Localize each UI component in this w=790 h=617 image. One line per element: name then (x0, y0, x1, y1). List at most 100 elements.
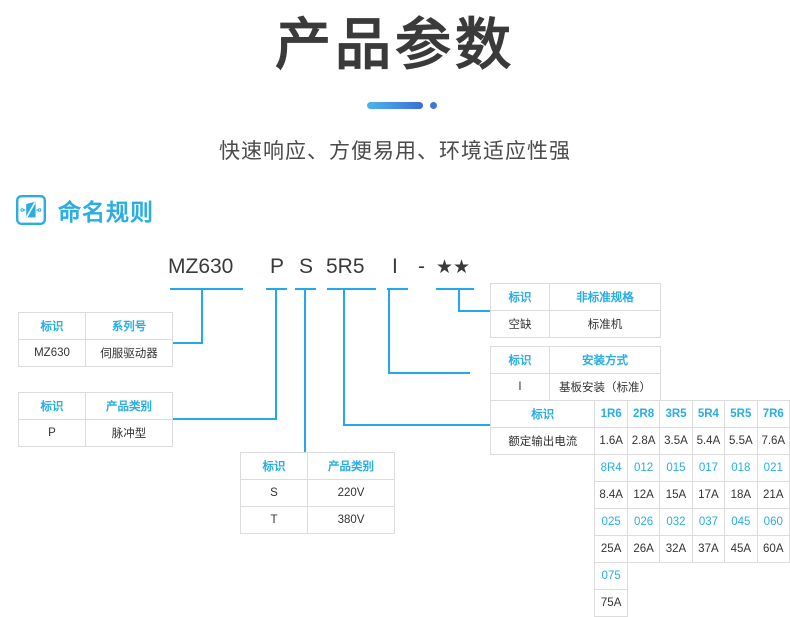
current-code-cell: 021 (756, 454, 790, 482)
current-value-cell: 18A (724, 481, 758, 509)
current-value-cell: 60A (756, 535, 790, 563)
current-value-cell: 32A (659, 535, 693, 563)
divider-bar (367, 102, 423, 109)
mounting-header-name: 安装方式 (549, 346, 661, 374)
current-spacer (627, 563, 659, 590)
product-type-table: 标识 产品类别 P 脉冲型 (18, 392, 173, 447)
current-spacer (491, 563, 595, 590)
current-spacer (725, 563, 757, 590)
section-header: 命名规则 (16, 193, 154, 227)
connector-mounting-vert (388, 288, 390, 374)
current-code-cell: 5R5 (724, 400, 758, 428)
table-row: 空缺 标准机 (490, 310, 661, 338)
current-value-cell: 7.6A (756, 427, 790, 455)
series-header-name: 系列号 (85, 312, 173, 340)
current-code-cell: 017 (691, 454, 726, 482)
table-row: 额定输出电流 1.6A 2.8A 3.5A 5.4A 5.5A 7.6A (489, 427, 790, 455)
code-current: 5R5 (326, 255, 365, 278)
current-value-cell: 2.8A (626, 427, 661, 455)
table-row: 25A 26A 32A 37A 45A 60A (491, 535, 790, 563)
connector-voltage-vert (304, 288, 306, 454)
current-code-cell: 1R6 (594, 400, 628, 428)
section-title: 命名规则 (58, 199, 154, 225)
mounting-header-code: 标识 (490, 346, 550, 374)
current-spacer (660, 563, 692, 590)
current-value-cell: 21A (756, 481, 790, 509)
current-value-cell: 75A (594, 589, 628, 617)
current-code-cell: 8R4 (594, 454, 628, 482)
current-code-cell: 018 (724, 454, 758, 482)
nonstandard-header-code: 标识 (490, 283, 550, 311)
table-row: P 脉冲型 (18, 419, 173, 447)
code-series: MZ630 (168, 255, 234, 278)
current-code-cell: 7R6 (756, 400, 790, 428)
code-mounting: I (392, 255, 398, 278)
current-code-cell: 075 (594, 562, 628, 590)
divider-dot (430, 102, 437, 109)
connector-series-run (168, 342, 203, 344)
current-value-cell: 3.5A (659, 427, 693, 455)
ptype-cell-code: P (18, 419, 86, 447)
mounting-table: 标识 安装方式 I 基板安装（标准） (490, 346, 661, 401)
ptype-cell-name: 脉冲型 (85, 419, 173, 447)
current-spacer (491, 455, 595, 482)
connector-nonstandard-vert (458, 288, 460, 312)
connector-ptype-run (168, 418, 277, 420)
series-cell-name: 伺服驱动器 (85, 339, 173, 367)
current-spacer (491, 509, 595, 536)
current-value-cell: 25A (594, 535, 628, 563)
connector-series-cap (170, 288, 243, 290)
current-header-label: 标识 (489, 400, 596, 428)
series-header-code: 标识 (18, 312, 86, 340)
table-row: 标识 产品类别 (18, 392, 173, 420)
code-dash: - (418, 255, 425, 278)
current-code-cell: 045 (724, 508, 758, 536)
nonstandard-cell-code: 空缺 (490, 310, 550, 338)
table-row: 标识 安装方式 (490, 346, 661, 374)
ptype-header-code: 标识 (18, 392, 86, 420)
current-value-cell: 45A (724, 535, 758, 563)
page-title: 产品参数 (275, 13, 515, 76)
code-voltage: S (299, 255, 314, 278)
table-row: 标识 非标准规格 (490, 283, 661, 311)
current-spacer (491, 536, 595, 563)
series-cell-code: MZ630 (18, 339, 86, 367)
voltage-cell-value-t: 380V (307, 506, 395, 534)
current-value-cell: 1.6A (594, 427, 628, 455)
current-value-cell: 26A (626, 535, 661, 563)
current-spacer (692, 563, 724, 590)
page-root: 产品参数 快速响应、方便易用、环境适应性强 命名规则 MZ630 P S 5R5… (0, 13, 790, 617)
mounting-cell-code: I (490, 373, 550, 401)
current-code-cell: 5R4 (691, 400, 726, 428)
mounting-cell-name: 基板安装（标准） (549, 373, 661, 401)
voltage-header-name: 产品类别 (307, 452, 395, 480)
connector-mounting-cap (387, 288, 408, 290)
title-divider (0, 100, 790, 112)
product-code-line: MZ630 P S 5R5 I - ★★ (0, 252, 790, 282)
voltage-table: 标识 产品类别 S 220V T 380V (240, 452, 395, 534)
nonstandard-header-name: 非标准规格 (549, 283, 661, 311)
ptype-header-name: 产品类别 (85, 392, 173, 420)
connector-nonstandard-run (458, 310, 492, 312)
current-code-cell: 015 (659, 454, 693, 482)
current-spacer (757, 563, 789, 590)
connector-current-cap (327, 288, 376, 290)
current-code-cell: 025 (594, 508, 628, 536)
table-row: I 基板安装（标准） (490, 373, 661, 401)
current-code-cell: 2R8 (626, 400, 661, 428)
table-row: T 380V (240, 506, 395, 534)
current-value-cell: 37A (691, 535, 726, 563)
current-code-cell: 032 (659, 508, 693, 536)
nonstandard-table: 标识 非标准规格 空缺 标准机 (490, 283, 661, 338)
current-table: 标识 1R6 2R8 3R5 5R4 5R5 7R6 额定输出电流 1.6A 2… (489, 400, 790, 617)
current-value-cell: 12A (626, 481, 661, 509)
code-product-type: P (270, 255, 285, 278)
current-value-cell: 5.5A (724, 427, 758, 455)
connector-nonstandard-cap (436, 288, 474, 290)
current-value-cell: 5.4A (691, 427, 726, 455)
current-spacer (692, 590, 724, 617)
series-table: 标识 系列号 MZ630 伺服驱动器 (18, 312, 173, 367)
table-row: 8R4 012 015 017 018 021 (491, 454, 790, 482)
table-row: 075 (491, 562, 790, 590)
current-row-label: 额定输出电流 (489, 427, 596, 455)
